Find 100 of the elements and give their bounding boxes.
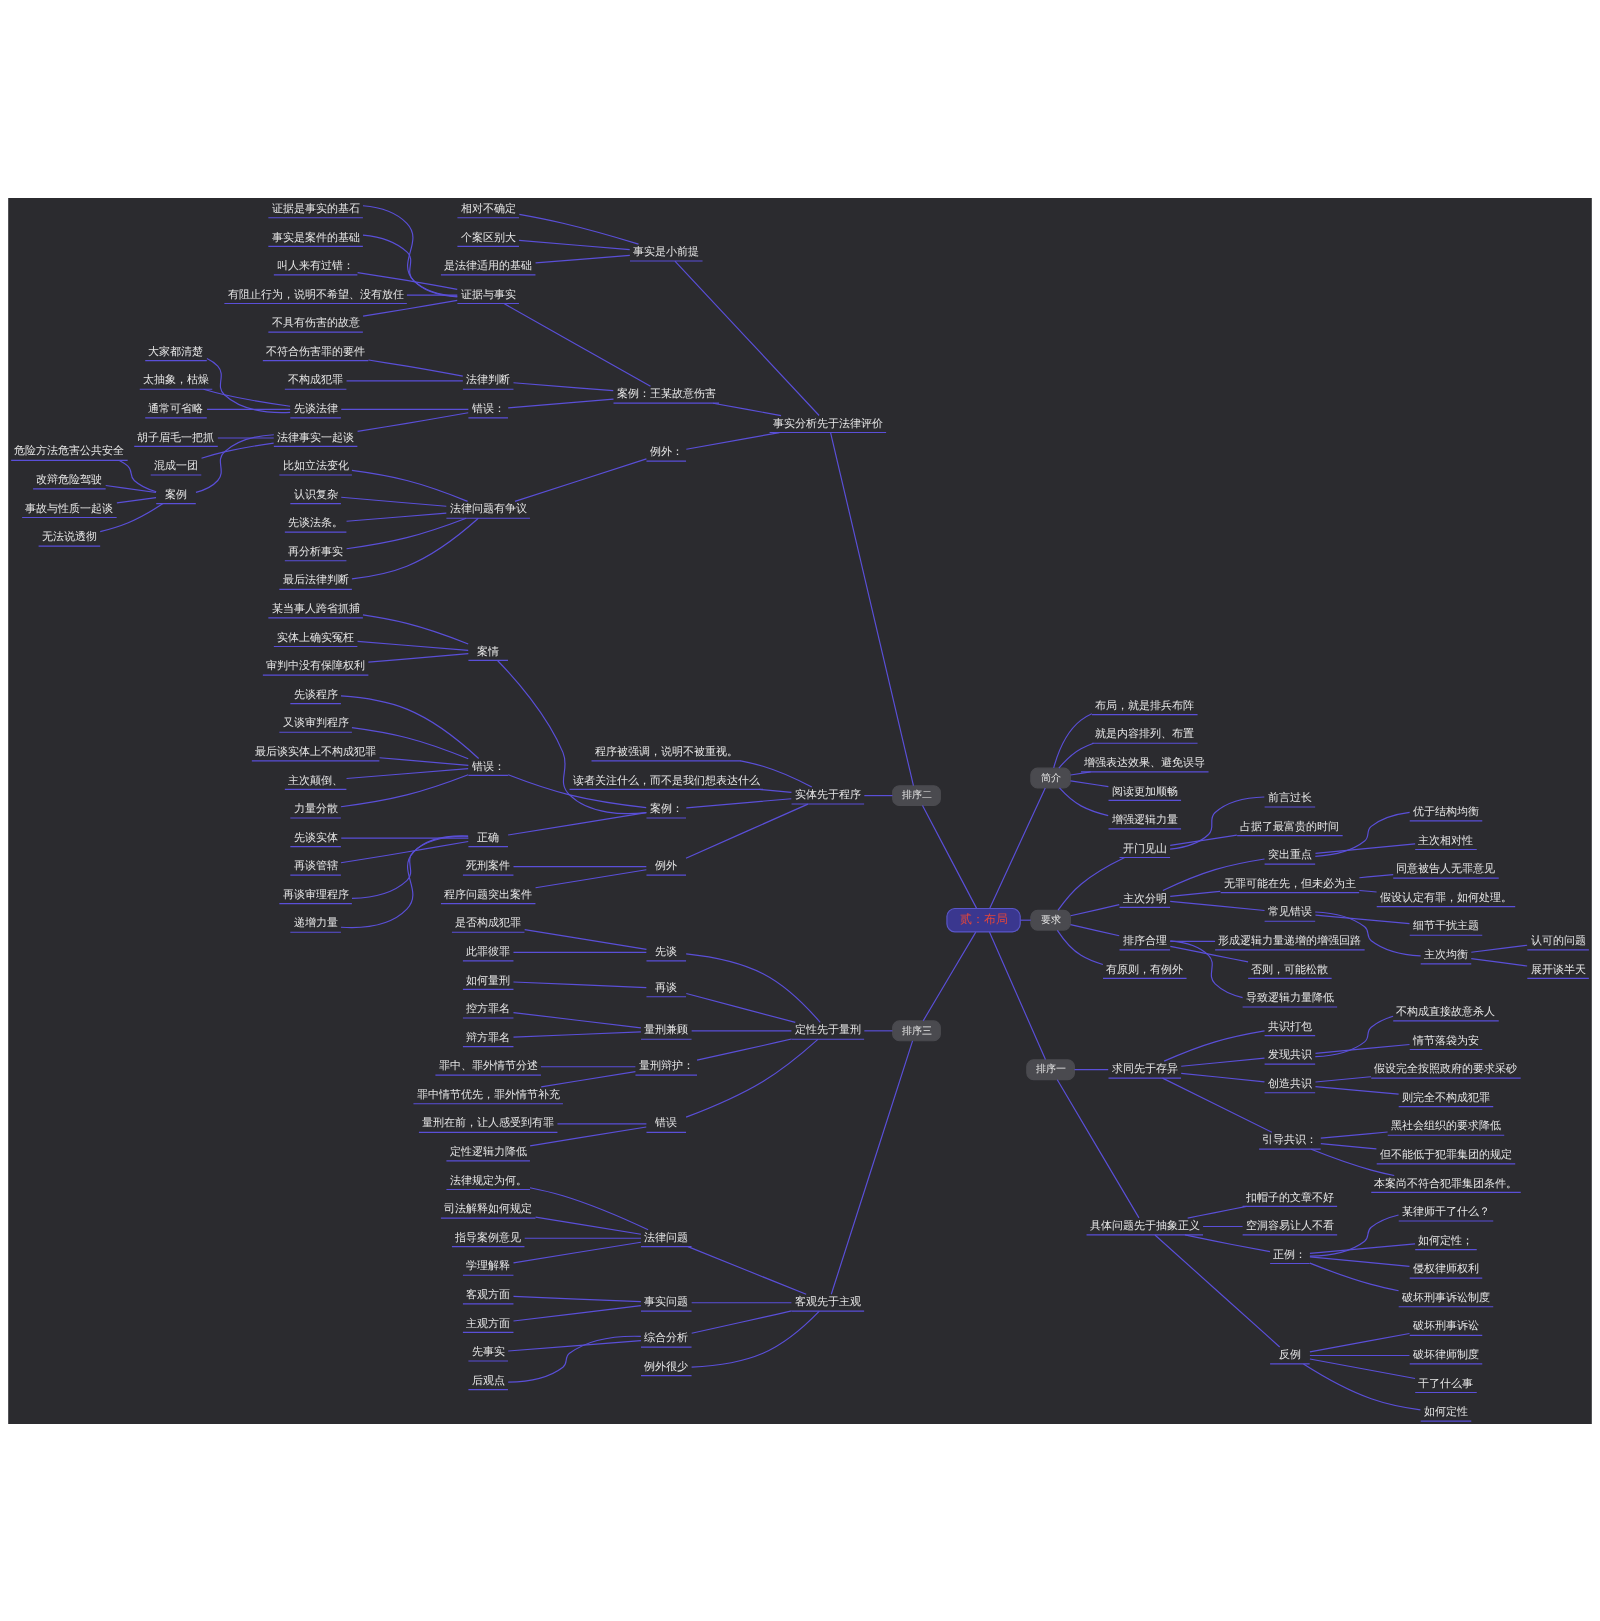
node-text: 突出重点 xyxy=(1267,847,1312,861)
node-box: 排序三 xyxy=(892,1019,941,1041)
node-text: 递增力量 xyxy=(293,915,338,929)
node-text: 司法解释如何规定 xyxy=(444,1201,533,1215)
node-text: 增强表达效果、避免误导 xyxy=(1084,755,1206,769)
connector xyxy=(340,408,469,410)
node-text: 程序问题突出案件 xyxy=(444,887,533,901)
node-text: 改辩危险驾驶 xyxy=(36,472,103,486)
connector xyxy=(1309,1242,1416,1254)
node-text: 定性逻辑力降低 xyxy=(449,1144,527,1158)
connector xyxy=(217,436,275,439)
node-text: 是否构成犯罪 xyxy=(455,915,522,929)
node-text: 导致逻辑力量降低 xyxy=(1245,990,1334,1004)
node-text: 法律事实一起谈 xyxy=(277,430,355,444)
node-text: 案情 xyxy=(477,644,500,658)
connector xyxy=(345,767,469,779)
connector xyxy=(507,811,647,836)
connector xyxy=(496,659,647,814)
connector xyxy=(556,1122,647,1124)
node-text: 无罪可能在先，但未必为主 xyxy=(1223,876,1356,890)
connector xyxy=(1309,1332,1411,1352)
connector xyxy=(1058,742,1095,769)
connector xyxy=(685,803,809,859)
connector xyxy=(863,794,894,796)
connector xyxy=(687,1245,807,1295)
connector xyxy=(1470,957,1528,967)
node-text: 审判中没有保障权利 xyxy=(266,658,366,672)
node-text: 事实是案件的基础 xyxy=(271,230,360,243)
connector xyxy=(1314,811,1411,857)
connector xyxy=(379,756,469,766)
node-text: 又谈审判程序 xyxy=(282,715,349,729)
node-text: 开门见山 xyxy=(1122,841,1167,855)
connector xyxy=(367,652,469,663)
node-text: 先谈 xyxy=(655,944,678,958)
connector xyxy=(1169,900,1266,911)
connector xyxy=(1069,779,1109,787)
node-text: 再谈管辖 xyxy=(293,858,338,872)
connector xyxy=(1154,1233,1281,1348)
node-text: 叫人来有过错： xyxy=(277,258,355,272)
node-text: 法律规定为何。 xyxy=(449,1173,527,1187)
connector xyxy=(105,484,157,493)
connector xyxy=(512,951,647,953)
connector xyxy=(340,773,469,807)
connector xyxy=(507,1339,642,1352)
connector xyxy=(206,408,291,410)
connector xyxy=(345,379,464,381)
connector xyxy=(534,1216,642,1235)
node-text: 指导案例意见 xyxy=(455,1230,522,1244)
node-box: 排序二 xyxy=(892,784,941,806)
connector xyxy=(1184,1233,1271,1252)
connector xyxy=(1320,1130,1389,1139)
connector xyxy=(1314,1085,1400,1095)
connector xyxy=(362,234,458,297)
connector xyxy=(1180,1072,1266,1082)
connector xyxy=(357,411,469,432)
node-text: 侵权律师权利 xyxy=(1412,1261,1479,1275)
node-text: 错误： xyxy=(471,401,505,415)
connector xyxy=(1320,1142,1377,1149)
node-text: 反例 xyxy=(1278,1347,1301,1361)
connector xyxy=(685,952,821,1023)
node-text: 案例：王某故意伤害 xyxy=(616,386,716,400)
node-text: 情节落袋为安 xyxy=(1412,1033,1479,1047)
connector xyxy=(1069,903,1120,916)
connector xyxy=(1202,1225,1244,1227)
connector xyxy=(206,357,291,413)
connector xyxy=(1314,1015,1394,1057)
connector xyxy=(685,431,781,450)
node-text: 创造共识 xyxy=(1267,1076,1312,1090)
connector xyxy=(1161,1077,1273,1133)
connector xyxy=(758,788,793,793)
node-text: 发现共识 xyxy=(1267,1047,1312,1061)
node-text: 先事实 xyxy=(471,1344,505,1358)
connector xyxy=(512,980,647,988)
connector xyxy=(529,1186,649,1230)
connector xyxy=(712,402,782,416)
connector xyxy=(518,213,640,245)
node-text: 证据是事实的基石 xyxy=(271,201,360,215)
connector xyxy=(1169,795,1265,850)
connector xyxy=(1169,939,1244,998)
connector xyxy=(1314,842,1416,854)
node-text: 通常可省略 xyxy=(148,401,204,415)
node-text: 同意被告人无罪意见 xyxy=(1396,861,1496,875)
connector xyxy=(989,786,1046,909)
node-text: 客观方面 xyxy=(466,1287,511,1301)
connector xyxy=(540,1065,636,1067)
connector xyxy=(507,1335,642,1383)
connector xyxy=(1314,1043,1411,1054)
node-text: 无法说透彻 xyxy=(41,529,97,543)
connector xyxy=(988,930,1047,1060)
node-text: 客观先于主观 xyxy=(794,1294,861,1308)
connector xyxy=(195,433,275,493)
connector xyxy=(503,302,652,387)
node-text: 再分析事实 xyxy=(288,544,344,558)
connector xyxy=(1310,1148,1395,1176)
node-text: 前言过长 xyxy=(1267,790,1312,804)
node-text: 共识打包 xyxy=(1267,1019,1312,1033)
node-text: 实体上确实冤枉 xyxy=(277,630,355,644)
node-text: 力量分散 xyxy=(293,801,338,815)
connector xyxy=(406,294,458,296)
connector xyxy=(524,928,648,950)
